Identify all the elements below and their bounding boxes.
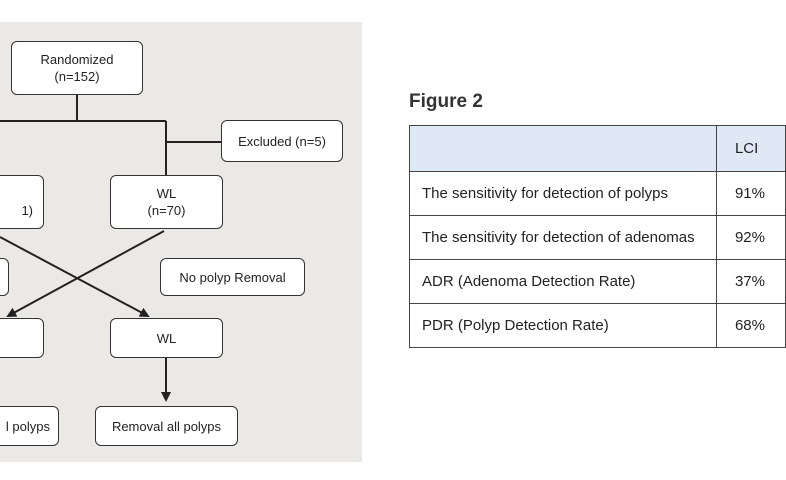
randomized-count: (n=152) <box>54 69 100 84</box>
wl-arm-box: WL (n=70) <box>110 175 223 229</box>
left-removal-box: l polyps <box>0 406 59 446</box>
left-second-box <box>0 318 44 358</box>
table-row: The sensitivity for detection of polyps … <box>409 171 786 216</box>
flowchart-panel <box>0 22 362 462</box>
left-arm-box: 1) <box>0 175 44 229</box>
table-row: The sensitivity for detection of adenoma… <box>409 215 786 260</box>
wl-count: (n=70) <box>147 203 186 218</box>
row-label: The sensitivity for detection of polyps <box>409 171 717 216</box>
no-polyp-removal-box: No polyp Removal <box>160 258 305 296</box>
left-arm-count-fragment: 1) <box>21 203 33 218</box>
row-value: 37% <box>715 259 786 304</box>
no-polyp-removal-label: No polyp Removal <box>179 269 286 285</box>
row-value: 91% <box>715 171 786 216</box>
randomized-box: Randomized (n=152) <box>11 41 143 95</box>
header-cell-blank <box>409 125 717 172</box>
removal-all-polyps-label: Removal all polyps <box>111 418 222 434</box>
left-small-box <box>0 258 9 296</box>
table-header-row: LCI <box>409 125 786 172</box>
wl-label: WL <box>156 186 177 201</box>
figure-title: Figure 2 <box>409 91 483 112</box>
row-label: ADR (Adenoma Detection Rate) <box>409 259 717 304</box>
wl-second-label: WL <box>156 330 177 346</box>
excluded-box: Excluded (n=5) <box>221 120 343 162</box>
header-cell-lci: LCI <box>715 125 786 172</box>
results-table: LCI The sensitivity for detection of pol… <box>409 125 786 348</box>
cross-arrow-to-wl <box>0 236 150 317</box>
row-label: The sensitivity for detection of adenoma… <box>409 215 717 260</box>
excluded-label: Excluded (n=5) <box>238 133 326 149</box>
table-row: PDR (Polyp Detection Rate) 68% <box>409 303 786 348</box>
row-label: PDR (Polyp Detection Rate) <box>409 303 717 348</box>
table-row: ADR (Adenoma Detection Rate) 37% <box>409 259 786 304</box>
randomized-label: Randomized <box>40 52 114 67</box>
flowchart-connectors <box>0 94 221 402</box>
row-value: 92% <box>715 215 786 260</box>
left-removal-fragment: l polyps <box>5 418 50 434</box>
cross-arrow-to-left <box>6 230 165 317</box>
removal-all-polyps-box: Removal all polyps <box>95 406 238 446</box>
wl-second-box: WL <box>110 318 223 358</box>
row-value: 68% <box>715 303 786 348</box>
